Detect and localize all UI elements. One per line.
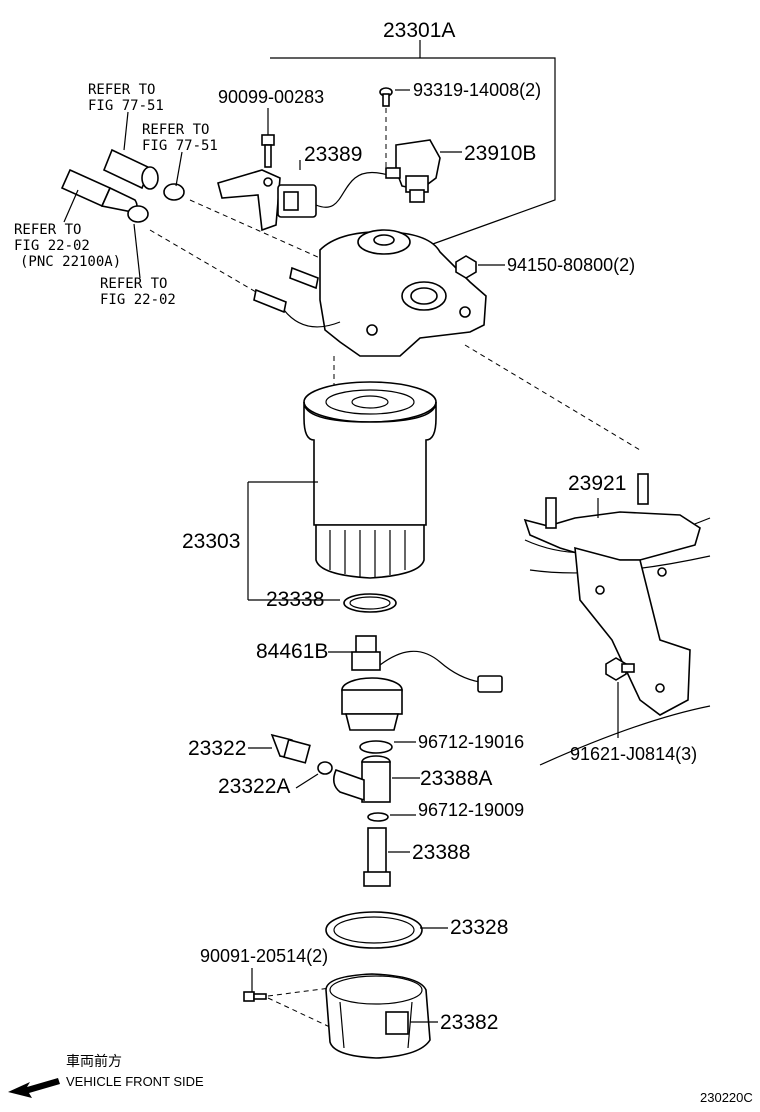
reference-label-fig-22-02-a: REFER TO FIG 22-02 (PNC 22100A)	[14, 189, 121, 270]
screw-90091-20514[interactable]: 90091-20514(2)	[200, 946, 333, 1029]
label-90099-00283[interactable]: 90099-00283	[218, 87, 324, 107]
label-84461B[interactable]: 84461B	[256, 640, 328, 663]
oring-23322A[interactable]: 23322A	[218, 761, 333, 798]
sensor-bracket-23389[interactable]: 23389	[217, 143, 393, 232]
arrow-left-icon	[8, 1078, 60, 1098]
label-23910B[interactable]: 23910B	[464, 142, 536, 165]
water-sensor-84461B[interactable]: 84461B	[256, 635, 503, 731]
label-23382[interactable]: 23382	[440, 1011, 498, 1034]
label-96712-19009[interactable]: 96712-19009	[418, 800, 524, 820]
label-23388A[interactable]: 23388A	[420, 767, 492, 790]
label-90091-20514[interactable]: 90091-20514(2)	[200, 946, 328, 966]
vehicle-front-indicator: 車両前方 VEHICLE FRONT SIDE	[8, 1053, 204, 1098]
reference-label-fig-77-51-b: REFER TO FIG 77-51	[142, 122, 218, 187]
bolt-91621-J0814[interactable]: 91621-J0814(3)	[570, 657, 697, 764]
oring-96712-19009[interactable]: 96712-19009	[367, 800, 524, 822]
svg-text:REFER TO: REFER TO	[14, 222, 81, 238]
plug-23322[interactable]: 23322	[188, 733, 311, 764]
bolt-90099-00283[interactable]: 90099-00283	[218, 87, 324, 168]
oring-23338[interactable]: 23338	[248, 588, 397, 613]
drain-cock-23388[interactable]: 23388	[363, 827, 470, 887]
label-23338[interactable]: 23338	[266, 588, 324, 611]
label-23303[interactable]: 23303	[182, 530, 240, 553]
assembly-bracket-23301A: 23301A	[270, 19, 556, 246]
svg-text:REFER TO: REFER TO	[142, 122, 209, 138]
svg-text:REFER TO: REFER TO	[100, 276, 167, 292]
label-23301A[interactable]: 23301A	[383, 19, 455, 42]
label-23322[interactable]: 23322	[188, 737, 246, 760]
label-93319-14008[interactable]: 93319-14008(2)	[413, 80, 541, 100]
bracket-23382[interactable]: 23382	[325, 973, 498, 1059]
label-94150-80800[interactable]: 94150-80800(2)	[507, 255, 635, 275]
elbow-23388A[interactable]: 23388A	[332, 755, 493, 803]
label-96712-19016[interactable]: 96712-19016	[418, 732, 524, 752]
fuel-filter-23303[interactable]: 23303	[182, 381, 437, 600]
sensor-23910B[interactable]: 23910B	[385, 139, 536, 203]
oring-96712-19016[interactable]: 96712-19016	[359, 732, 524, 754]
label-23388[interactable]: 23388	[412, 841, 470, 864]
svg-text:FIG 22-02: FIG 22-02	[100, 292, 176, 308]
screw-93319-14008[interactable]: 93319-14008(2)	[379, 80, 541, 175]
label-23322A[interactable]: 23322A	[218, 775, 290, 798]
svg-text:FIG 77-51: FIG 77-51	[142, 138, 218, 154]
label-91621-J0814[interactable]: 91621-J0814(3)	[570, 744, 697, 764]
svg-text:FIG 77-51: FIG 77-51	[88, 98, 164, 114]
filter-head[interactable]	[253, 229, 487, 357]
mounting-bracket-23921[interactable]: 23921	[523, 472, 711, 766]
label-23328[interactable]: 23328	[450, 916, 508, 939]
direction-label-jp: 車両前方	[66, 1053, 122, 1070]
reference-label-fig-22-02-b: REFER TO FIG 22-02	[100, 223, 176, 308]
fuel-hoses	[60, 148, 321, 293]
reference-label-fig-77-51-a: REFER TO FIG 77-51	[88, 82, 164, 151]
label-23389[interactable]: 23389	[304, 143, 362, 166]
svg-text:REFER TO: REFER TO	[88, 82, 155, 98]
gasket-23328[interactable]: 23328	[325, 911, 508, 949]
svg-text:(PNC 22100A): (PNC 22100A)	[20, 254, 121, 270]
bolt-94150-80800[interactable]: 94150-80800(2)	[455, 255, 635, 279]
drawing-id: 230220C	[700, 1090, 753, 1105]
label-23921[interactable]: 23921	[568, 472, 626, 495]
svg-text:FIG 22-02: FIG 22-02	[14, 238, 90, 254]
direction-label-en: VEHICLE FRONT SIDE	[66, 1074, 204, 1089]
